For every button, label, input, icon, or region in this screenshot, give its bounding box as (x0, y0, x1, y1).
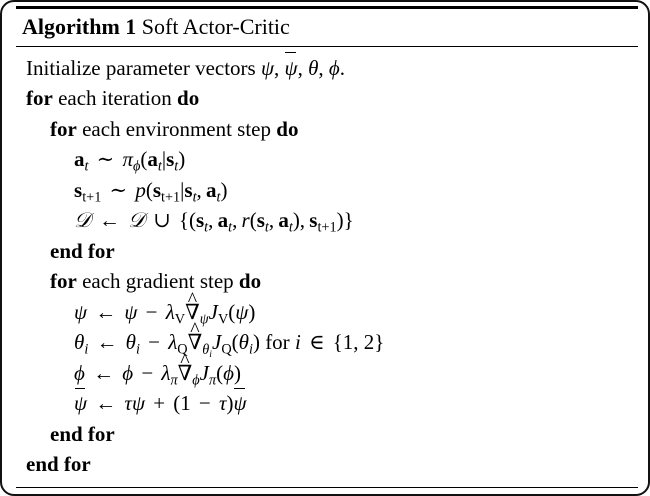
frame-mask-bottom (16, 490, 634, 494)
frame-mask-top (16, 2, 634, 6)
end-for-keyword: end for (50, 238, 115, 263)
algorithm-line-for-iteration: for each iteration do (16, 83, 638, 114)
algorithm-line-policy-update: ϕ ← ϕ − λπ∇ϕJπ(ϕ) (16, 346, 638, 389)
algorithm-top-rule (16, 6, 638, 9)
param-phi: ϕ (328, 55, 340, 80)
for-gradient-step-text: each gradient step (82, 269, 234, 294)
algorithm-label: Algorithm 1 (22, 14, 137, 39)
algorithm-line-initialize: Initialize parameter vectors ψ, ψ, θ, ϕ. (16, 52, 638, 84)
for-env-step-text: each environment step (82, 116, 272, 141)
algorithm-line-for-gradient-step: for each gradient step do (16, 266, 638, 297)
algorithm-line-end-for-gradient: end for (16, 419, 638, 450)
algorithm-line-end-for-iteration: end for (16, 449, 638, 480)
algorithm-line-state-transition: st+1 ∼ p(st+1|st, at) (74, 177, 228, 206)
algorithm-line-target-update: ψ ← τψ + (1 − τ)ψ (16, 387, 638, 419)
for-keyword: for (26, 86, 53, 111)
do-keyword: do (238, 269, 262, 294)
algorithm-line-end-for-env: end for (16, 236, 638, 267)
param-psi-bar: ψ (285, 52, 298, 84)
index-set: {1, 2} (332, 330, 385, 355)
param-psi: ψ (260, 55, 275, 80)
for-keyword: for (50, 269, 77, 294)
for-iteration-text: each iteration (58, 86, 172, 111)
algorithm-title-rule (16, 45, 638, 47)
end-for-keyword: end for (50, 421, 115, 446)
algorithm-block: Algorithm 1 Soft Actor-Critic Initialize… (16, 6, 638, 488)
algorithm-line-for-env-step: for each environment step do (16, 114, 638, 145)
algorithm-line-q-update: θi ← θi − λQ∇θiJQ(θi) for i ∈ {1, 2} (16, 315, 638, 359)
do-keyword: do (177, 86, 200, 111)
param-theta: θ (308, 55, 319, 80)
for-all-keyword: for (265, 330, 290, 355)
for-keyword: for (50, 116, 77, 141)
algorithm-line-action-sample: at ∼ πϕ(at|st) (74, 147, 186, 175)
algorithm-title: Algorithm 1 Soft Actor-Critic (16, 9, 638, 46)
frame-mask-right (644, 16, 648, 480)
end-for-keyword: end for (26, 452, 91, 477)
algorithm-bottom-rule (16, 486, 638, 488)
frame-mask-left (2, 16, 6, 480)
algorithm-line-buffer-update: 𝒟 ← 𝒟 ∪ {(st, at, r(st, at), st+1)} (74, 208, 354, 236)
algorithm-body: Initialize parameter vectors ψ, ψ, θ, ϕ.… (16, 47, 638, 487)
do-keyword: do (276, 116, 299, 141)
algorithm-name: Soft Actor-Critic (141, 14, 290, 39)
algorithm-line-value-update: ψ ← ψ − λV∇ψJV(ψ) (16, 285, 638, 328)
initialize-keyword: Initialize parameter vectors (26, 55, 256, 80)
